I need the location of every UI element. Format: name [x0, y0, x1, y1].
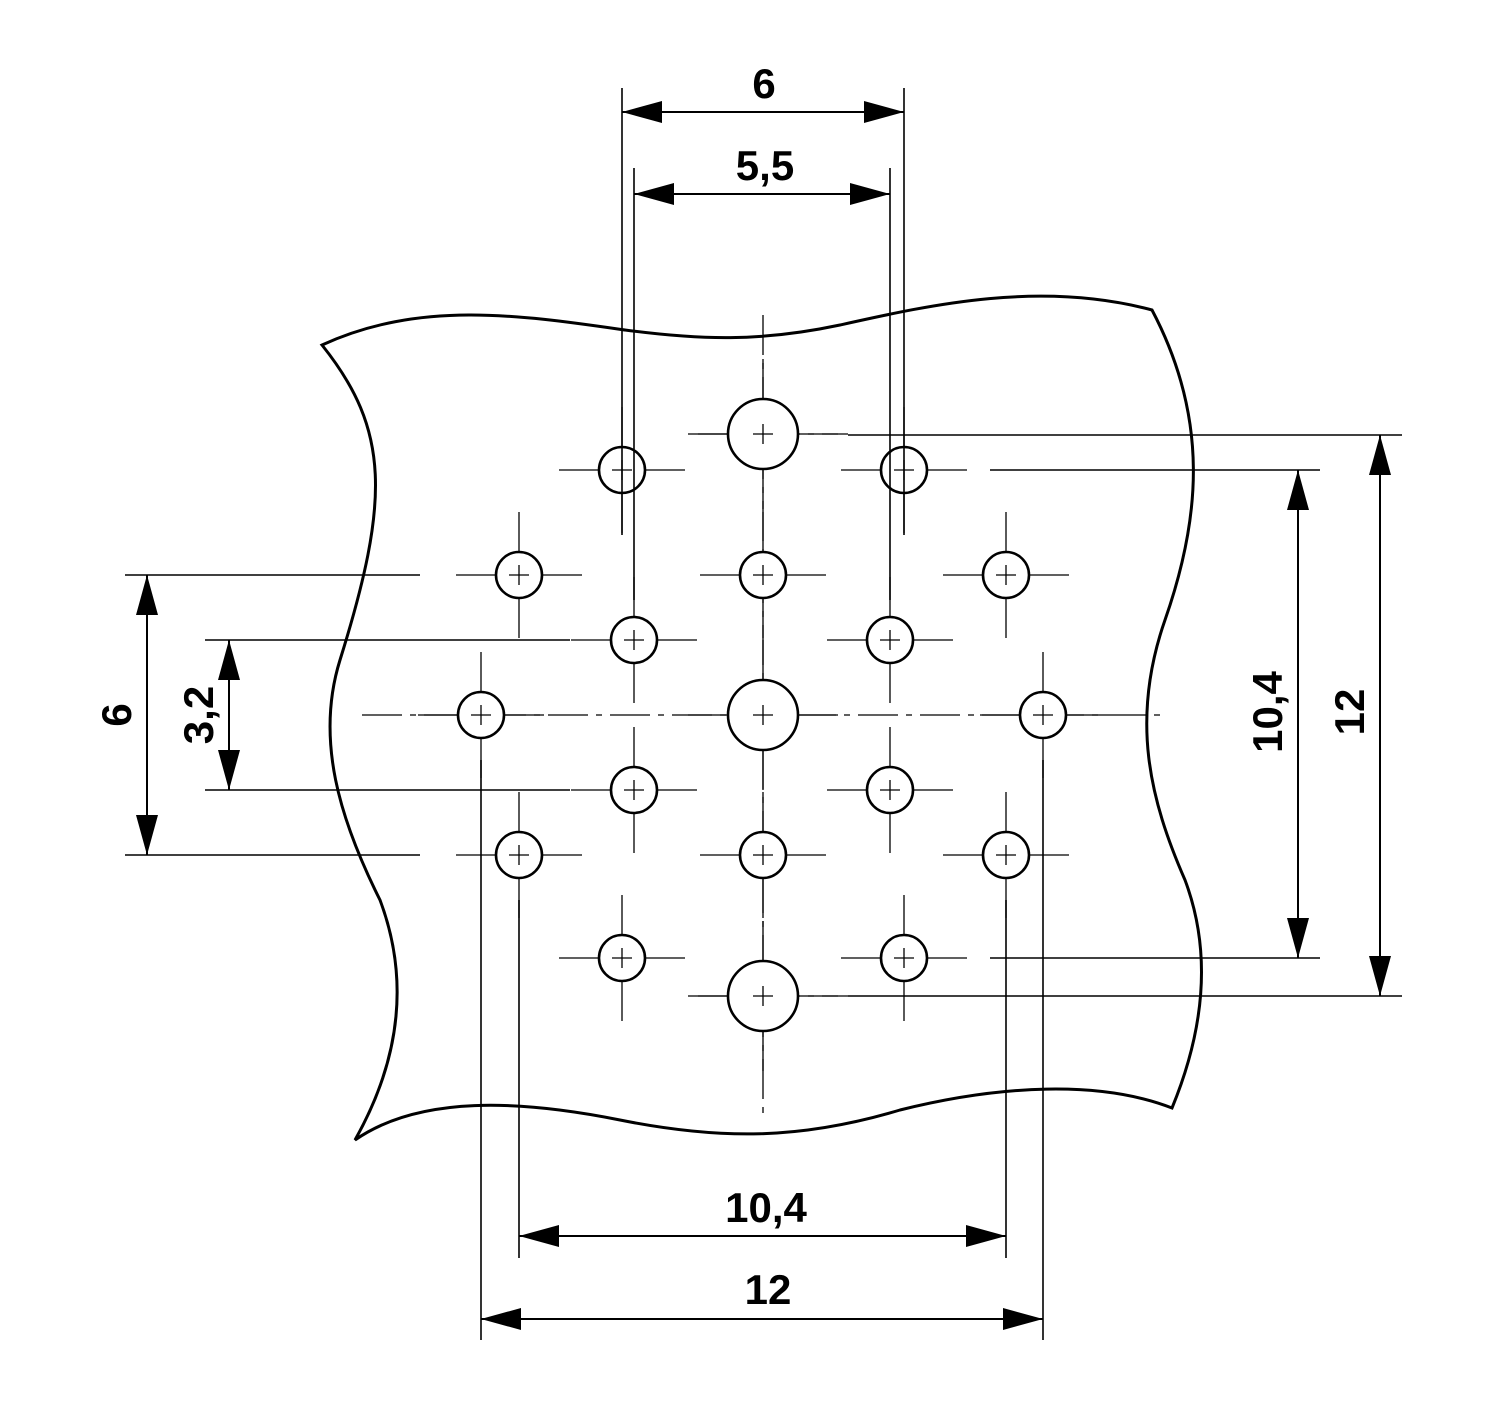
label-left-inner: 3,2	[175, 686, 222, 744]
extension-lines	[125, 88, 1402, 1340]
dimension-bottom-outer	[481, 1308, 1043, 1330]
label-bottom-outer: 12	[745, 1266, 792, 1313]
dimension-bottom-inner	[519, 1225, 1006, 1247]
dimension-top-inner	[634, 183, 890, 205]
label-right-inner: 10,4	[1244, 670, 1291, 752]
label-bottom-inner: 10,4	[725, 1184, 807, 1231]
label-top-inner: 5,5	[736, 142, 794, 189]
label-right-outer: 12	[1326, 689, 1373, 736]
label-left-outer: 6	[93, 703, 140, 726]
board-outline	[319, 294, 1203, 1142]
dimension-left-inner	[218, 640, 240, 790]
dimension-top-outer	[622, 101, 904, 123]
dimension-right-outer	[1369, 435, 1391, 996]
label-top-outer: 6	[752, 60, 775, 107]
holes	[456, 397, 1068, 1033]
dimension-right-inner	[1287, 470, 1309, 958]
dimension-left-outer	[136, 575, 158, 855]
